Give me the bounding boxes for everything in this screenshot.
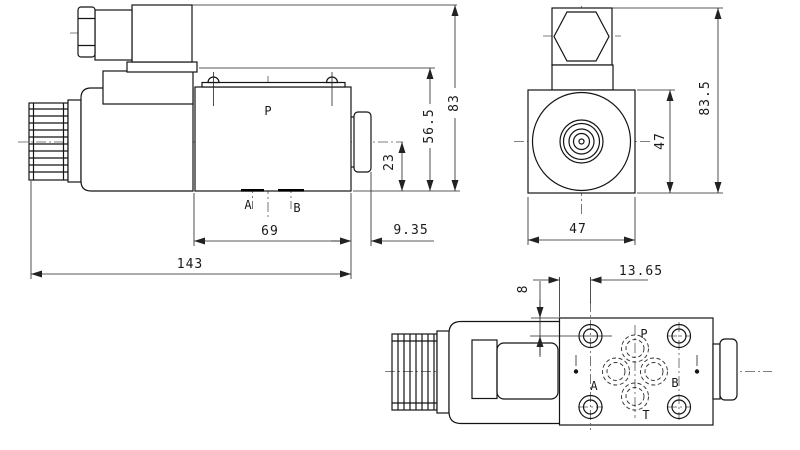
side-dimensions: 23 56.5 83 69 9.35 143 <box>30 5 462 279</box>
port-b-hole <box>640 357 668 386</box>
dim-47-vertical-label: 47 <box>653 132 668 150</box>
gland-neck <box>94 9 133 61</box>
solenoid-coil-plan <box>448 320 561 425</box>
dim-69-label: 69 <box>261 224 279 239</box>
hole-centerlines <box>578 302 691 430</box>
end-dimensions: 83.5 47 47 <box>527 7 723 245</box>
cable-gland-nut <box>77 6 96 58</box>
knurled-nut <box>28 99 82 183</box>
dim-83-5-label: 83.5 <box>698 80 713 115</box>
bottom-port-labels: P A B T <box>590 327 678 422</box>
knurl-lines <box>397 334 435 410</box>
end-cap-plan <box>712 338 738 401</box>
connector-plug <box>131 4 193 63</box>
port-a-hole <box>602 357 630 386</box>
nut-collar <box>67 99 82 183</box>
bolt-hole <box>578 394 603 420</box>
port-a-label: A <box>244 198 252 212</box>
dim-143-label: 143 <box>177 257 203 272</box>
port-b-label: B <box>671 376 678 390</box>
valve-body-side <box>194 72 352 192</box>
hex-bolt <box>551 7 613 66</box>
port-t-label: T <box>642 408 649 422</box>
bolt-hole <box>666 323 692 349</box>
port-p-hole <box>621 334 649 363</box>
dim-9-35-label: 9.35 <box>393 223 428 238</box>
locating-pin <box>694 355 700 374</box>
knurl-lines <box>29 108 68 173</box>
valve-body-end <box>527 89 636 194</box>
dim-8-label: 8 <box>516 285 531 294</box>
armature-tube <box>471 339 559 400</box>
port-b-label: B <box>293 201 300 215</box>
port-a-label: A <box>590 379 598 393</box>
port-p-label: P <box>640 327 647 341</box>
side-port-labels: P A B <box>244 103 301 215</box>
side-view: 23 56.5 83 69 9.35 143 P A B <box>18 4 462 279</box>
terminal-box <box>102 70 194 105</box>
dim-23-label: 23 <box>382 153 397 171</box>
bolt-boss <box>551 64 614 91</box>
bottom-view: 13.65 8 P A B T <box>385 264 772 430</box>
nut-collar <box>436 330 450 414</box>
din-connector <box>77 4 193 63</box>
dim-13-65-label: 13.65 <box>619 264 663 279</box>
end-cap-side <box>351 111 372 173</box>
dim-47-horizontal-label: 47 <box>569 222 587 237</box>
connector-pedestal <box>126 61 198 73</box>
locating-pin <box>573 355 579 374</box>
knurled-nut-plan <box>391 330 450 414</box>
dim-56-5-label: 56.5 <box>422 108 437 143</box>
solenoid-coil <box>80 87 194 192</box>
port-p-label: P <box>264 104 271 118</box>
dim-83-label: 83 <box>447 94 462 112</box>
bolt-hole <box>666 394 692 420</box>
end-view: 83.5 47 47 <box>514 6 723 245</box>
nameplate <box>201 81 346 88</box>
coil-front-face <box>531 91 632 192</box>
bottom-dimensions: 13.65 8 <box>516 264 663 357</box>
port-t-hole <box>621 382 649 411</box>
